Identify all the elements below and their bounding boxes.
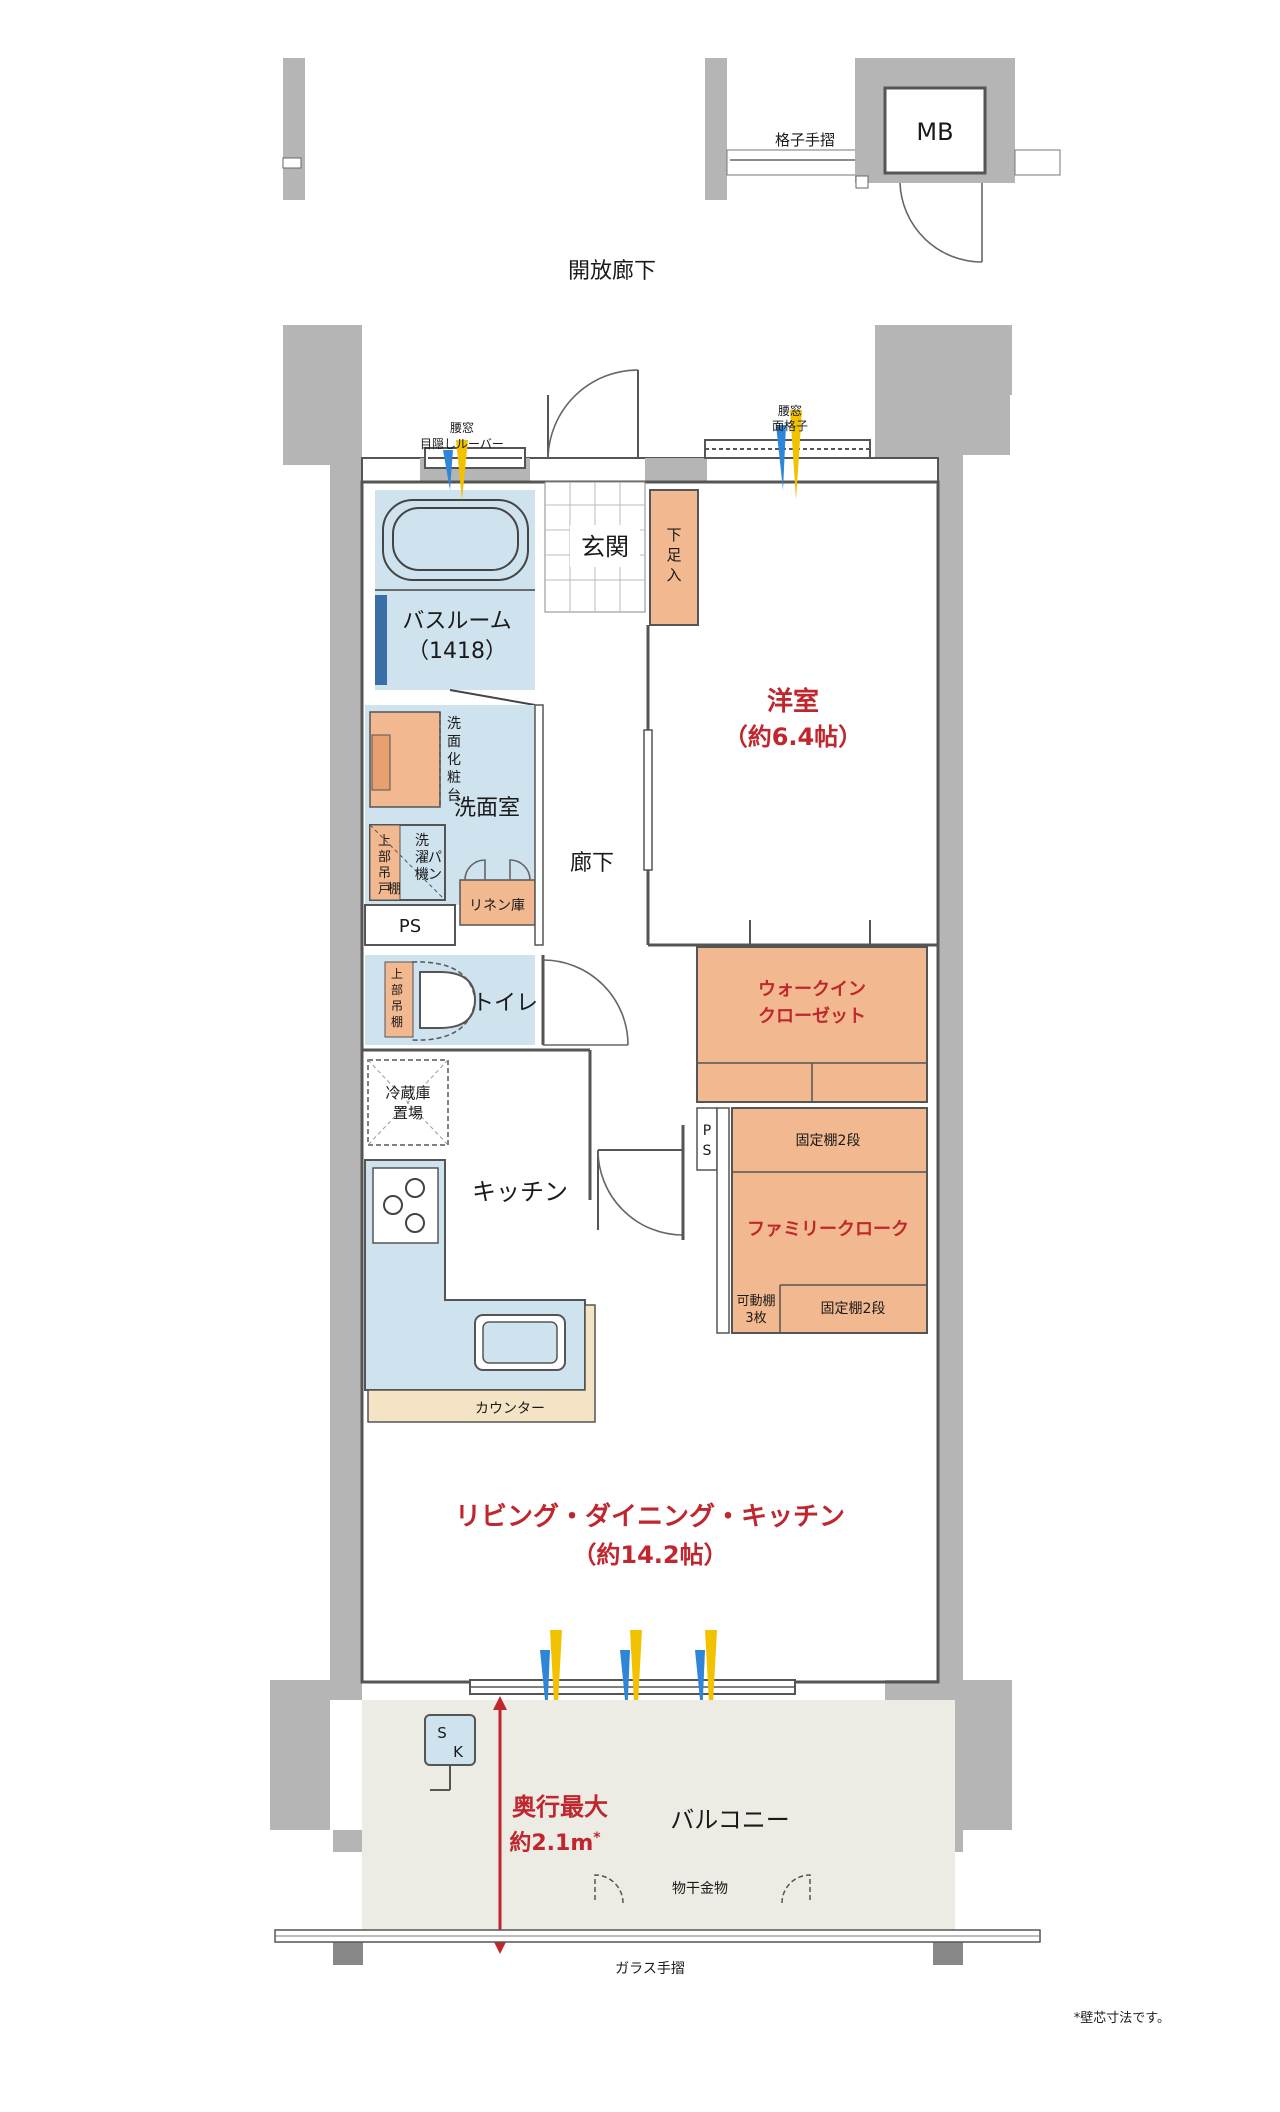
laundry-hanger-label: 物干金物 bbox=[672, 1881, 728, 1897]
fridge-label: 冷蔵庫置場 bbox=[385, 1084, 430, 1122]
mb-door bbox=[899, 182, 983, 263]
entrance-door bbox=[547, 369, 639, 459]
vanity-label: 洗面化粧台 bbox=[447, 716, 461, 804]
structural-walls bbox=[270, 325, 1012, 1965]
shoe-box bbox=[649, 489, 699, 626]
depth-label-2: 約2.1m* bbox=[509, 1830, 601, 1856]
upper-cabinet-label: 上部吊戸棚 bbox=[378, 834, 401, 897]
wash-pan-label: 洗濯機パン bbox=[415, 833, 442, 883]
corridor-partial-walls bbox=[282, 58, 1061, 200]
family-cloak-label: ファミリークローク bbox=[747, 1219, 909, 1240]
entrance-label: 玄関 bbox=[581, 533, 629, 561]
toilet-bowl bbox=[419, 971, 477, 1029]
ps-side-box bbox=[696, 1107, 718, 1171]
balcony-label: バルコニー bbox=[670, 1806, 790, 1834]
bathroom-size-label: （1418） bbox=[407, 639, 507, 664]
bathroom-label: バスルーム bbox=[402, 609, 511, 634]
shoe-box-label: 下足入 bbox=[666, 526, 681, 584]
depth-asterisk: * bbox=[593, 1830, 601, 1846]
lattice-window-label: 腰窓面格子 bbox=[772, 403, 808, 433]
ps-top-box bbox=[364, 904, 456, 946]
upper-shelf-label: 上部吊棚 bbox=[391, 967, 403, 1029]
fixed-shelf-top-label: 固定棚2段 bbox=[796, 1133, 861, 1149]
open-corridor-label: 開放廊下 bbox=[568, 259, 656, 284]
walk-in-closet-label-1: ウォークイン bbox=[758, 979, 866, 1000]
depth-label-1: 奥行最大 bbox=[512, 1793, 608, 1821]
walk-in-closet-label-2: クローゼット bbox=[758, 1005, 866, 1027]
bathtub bbox=[382, 499, 529, 581]
toilet-label: トイレ bbox=[472, 991, 538, 1016]
kitchen-label: キッチン bbox=[472, 1178, 568, 1206]
footnote: *壁芯寸法です。 bbox=[1074, 2011, 1170, 2026]
louver-window-label: 腰窓目隠しルーバー bbox=[420, 420, 504, 451]
counter-bar bbox=[367, 1304, 596, 1423]
western-room-label: 洋室 bbox=[767, 686, 819, 717]
ldk-size-label: （約14.2帖） bbox=[572, 1541, 727, 1569]
upper-shelf-box bbox=[384, 961, 414, 1038]
hallway-label: 廊下 bbox=[570, 851, 614, 876]
washroom-label: 洗面室 bbox=[454, 796, 520, 821]
counter-label: カウンター bbox=[475, 1401, 545, 1417]
lattice-railing-top-label: 格子手摺 bbox=[775, 131, 835, 149]
mb-label: MB bbox=[916, 118, 953, 146]
sk-label: SK bbox=[437, 1724, 464, 1761]
sk-box bbox=[424, 1714, 476, 1766]
fixed-shelf-bottom-label: 固定棚2段 bbox=[821, 1301, 886, 1317]
ps-top-label: PS bbox=[399, 916, 421, 937]
glass-railing-label: ガラス手摺 bbox=[615, 1961, 685, 1977]
family-closet bbox=[731, 1107, 928, 1334]
airflow-arrows bbox=[443, 410, 802, 1740]
western-room-size-label: （約6.4帖） bbox=[724, 723, 863, 751]
linen-label: リネン庫 bbox=[469, 897, 525, 914]
ldk-label: リビング・ダイニング・キッチン bbox=[455, 1501, 845, 1532]
